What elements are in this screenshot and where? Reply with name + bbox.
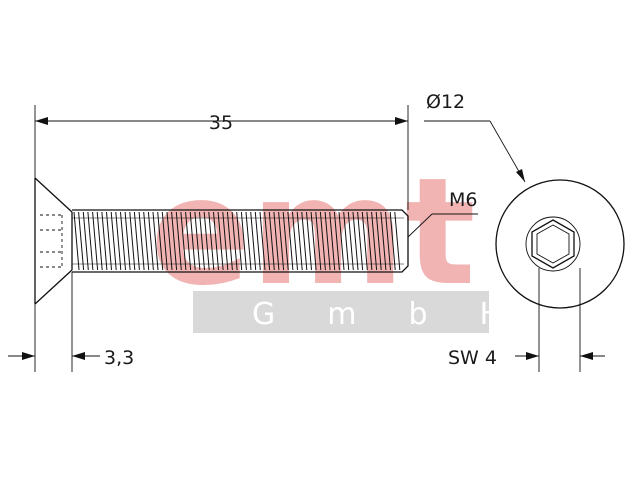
watermark-band — [193, 291, 489, 333]
thread-line — [240, 211, 252, 271]
thread-line — [101, 211, 112, 271]
thread-line — [343, 211, 354, 271]
socket-hidden-lines — [40, 214, 63, 268]
thread-line — [231, 211, 243, 271]
dimension-head-diameter: Ø12 — [426, 91, 465, 113]
head-height-dimension: 3,3 — [8, 272, 134, 372]
thread-line — [278, 211, 289, 271]
thread-callout: M6 — [407, 189, 478, 238]
thread-line — [222, 211, 233, 271]
thread-line — [157, 211, 168, 271]
dimension-thread: M6 — [449, 189, 477, 211]
thread-line — [175, 211, 187, 271]
arrow-left — [35, 117, 48, 125]
arrow-right — [395, 117, 408, 125]
thread-pattern — [72, 211, 404, 271]
thread-line — [287, 211, 298, 271]
thread-line — [380, 211, 391, 271]
thread-line — [129, 211, 140, 271]
thread-line — [333, 211, 345, 271]
thread-line — [138, 211, 150, 271]
thread-line — [324, 211, 336, 271]
dimension-length: 35 — [209, 112, 233, 134]
thread-line — [371, 211, 382, 271]
shank-outline — [72, 209, 409, 273]
length-dimension: 35 — [34, 105, 409, 210]
thread-line — [268, 211, 280, 271]
thread-line — [82, 211, 94, 271]
head-circle — [495, 179, 625, 309]
thread-line — [361, 211, 373, 271]
thread-line — [92, 211, 103, 271]
thread-line — [352, 211, 364, 271]
diameter-callout: Ø12 — [424, 91, 526, 183]
hex-socket — [531, 219, 575, 269]
dimension-head-height: 3,3 — [104, 347, 134, 369]
thread-line — [73, 211, 85, 271]
screw-front-view — [495, 179, 625, 309]
thread-line — [213, 211, 224, 271]
socket-circle — [525, 216, 581, 272]
hex-socket-inner — [536, 224, 570, 264]
dimension-socket-size: SW 4 — [448, 347, 497, 369]
watermark-company: GmbH — [252, 297, 554, 332]
thread-line — [389, 211, 401, 271]
thread-line — [250, 211, 261, 271]
thread-line — [315, 211, 326, 271]
thread-line — [259, 211, 271, 271]
thread-line — [147, 211, 159, 271]
thread-line — [306, 211, 317, 271]
watermark: emt GmbH — [150, 146, 554, 333]
socket-size-dimension: SW 4 — [448, 268, 605, 372]
thread-line — [296, 211, 308, 271]
thread-line — [120, 211, 131, 271]
screw-side-view — [34, 177, 409, 305]
screw-head-outline — [34, 177, 73, 305]
thread-line — [194, 211, 205, 271]
thread-line — [110, 211, 122, 271]
thread-line — [166, 211, 178, 271]
thread-line — [185, 211, 196, 271]
thread-line — [203, 211, 215, 271]
